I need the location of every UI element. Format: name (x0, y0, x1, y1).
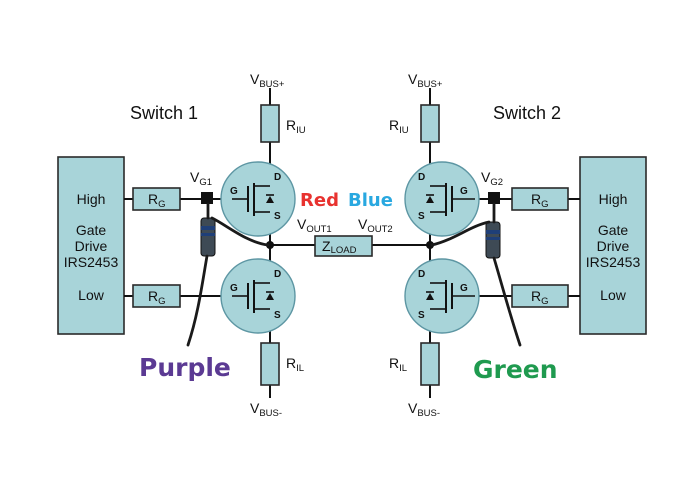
vout1-label: VOUT1 (297, 216, 332, 235)
rg-right-low: RG (511, 284, 569, 308)
vout2-label: VOUT2 (358, 216, 393, 235)
gate-drive-right: High Gate Drive IRS2453 Low (579, 156, 647, 335)
svg-text:D: D (274, 172, 281, 183)
svg-text:RIU: RIU (389, 117, 409, 136)
svg-text:RIL: RIL (286, 355, 304, 374)
switch2-title: Switch 2 (493, 103, 561, 123)
svg-text:G: G (460, 186, 468, 197)
vbus-plus-left: VBUS+ (250, 71, 285, 90)
svg-text:RIL: RIL (389, 355, 407, 374)
gate-drive-left-line3: IRS2453 (64, 254, 119, 270)
mosfet-left-low: G D S (220, 258, 296, 334)
gate-drive-right-line1: Gate (598, 222, 629, 238)
svg-text:RG: RG (148, 288, 166, 307)
svg-text:D: D (418, 269, 425, 280)
probe-label-blue: Blue (348, 190, 393, 211)
probe-label-green: Green (473, 355, 558, 384)
svg-text:D: D (418, 172, 425, 183)
vout2-node (426, 241, 434, 249)
rg-left-high: RG (132, 187, 181, 211)
gate-drive-left-line1: Gate (76, 222, 107, 238)
r-upper-right: RIU (389, 104, 440, 143)
svg-text:S: S (418, 310, 425, 321)
svg-text:RG: RG (148, 191, 166, 210)
gate-drive-left-line2: Drive (75, 238, 108, 254)
rg-right-high: RG (511, 187, 569, 211)
gate-drive-right-low: Low (600, 287, 627, 303)
svg-text:RG: RG (531, 191, 549, 210)
probe-label-purple: Purple (139, 353, 231, 382)
vbus-minus-left: VBUS- (250, 400, 282, 419)
gate-drive-right-high: High (599, 191, 628, 207)
svg-text:G: G (230, 186, 238, 197)
z-load: ZLOAD (314, 235, 373, 257)
r-lower-left: RIL (260, 342, 304, 386)
probe-left (186, 192, 270, 347)
mosfet-right-high: G D S (404, 161, 480, 237)
r-lower-right: RIL (389, 342, 440, 386)
svg-text:G: G (230, 283, 238, 294)
gate-drive-right-line3: IRS2453 (586, 254, 641, 270)
gate-drive-left-high: High (77, 191, 106, 207)
gate-drive-left: High Gate Drive IRS2453 Low (57, 156, 125, 335)
svg-text:RG: RG (531, 288, 549, 307)
vbus-minus-right: VBUS- (408, 400, 440, 419)
svg-text:RIU: RIU (286, 117, 306, 136)
svg-text:D: D (274, 269, 281, 280)
vg2-label: VG2 (481, 169, 503, 188)
gate-drive-right-line2: Drive (597, 238, 630, 254)
svg-text:S: S (418, 211, 425, 222)
svg-text:G: G (460, 283, 468, 294)
svg-text:S: S (274, 310, 281, 321)
r-upper-left: RIU (260, 104, 306, 143)
rg-left-low: RG (132, 284, 181, 308)
probe-right (430, 192, 522, 347)
vout1-node (266, 241, 274, 249)
vg1-label: VG1 (190, 169, 212, 188)
switch1-title: Switch 1 (130, 103, 198, 123)
probe-label-red: Red (300, 190, 339, 211)
vbus-plus-right: VBUS+ (408, 71, 443, 90)
mosfet-right-low: G D S (404, 258, 480, 334)
mosfet-left-high: G D S (220, 161, 296, 237)
svg-text:S: S (274, 211, 281, 222)
svg-text:ZLOAD: ZLOAD (322, 238, 357, 256)
gate-drive-left-low: Low (78, 287, 105, 303)
